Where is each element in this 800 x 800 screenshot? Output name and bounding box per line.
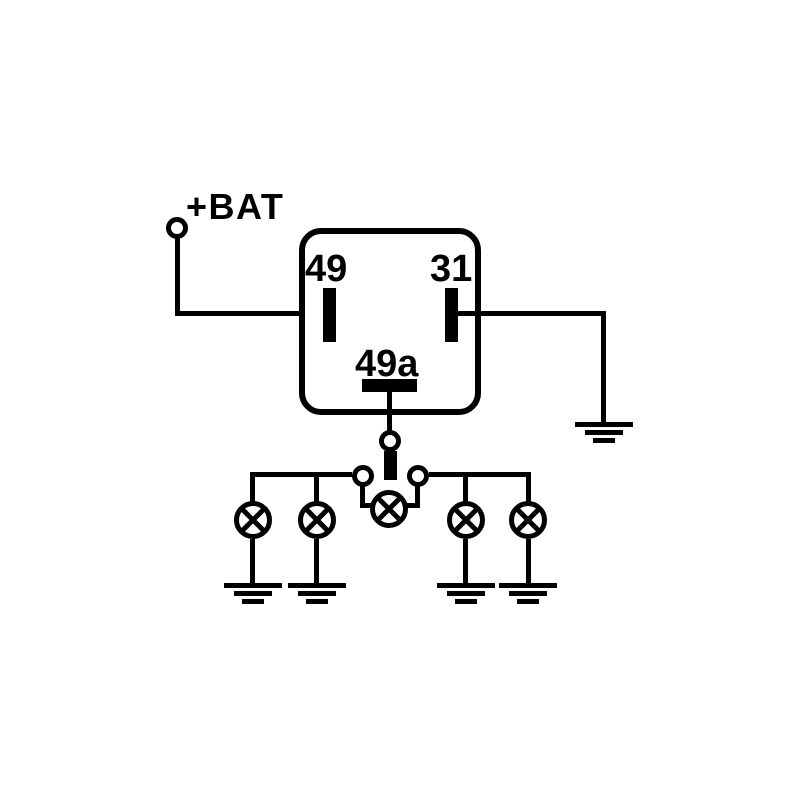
wire-pilot-right-horizontal [407,503,420,508]
wire-bus-right [429,472,531,477]
lamp-1 [234,501,272,539]
wire-terminal-31-out [458,311,606,316]
ground-symbol-relay [575,422,633,443]
battery-label: +BAT [186,186,285,227]
wire-terminal-31-down [601,311,606,423]
battery-terminal-node [166,217,188,239]
switch-contact-node-right [407,465,429,487]
ground-symbol-lamp-1 [224,583,282,604]
wire-stem-lamp-1 [250,539,255,584]
wire-drop-lamp-4 [463,476,468,502]
terminal-49a-pin [362,379,417,392]
ground-symbol-lamp-4 [437,583,495,604]
wire-battery-down [175,238,180,315]
wire-drop-lamp-5 [526,472,531,502]
switch-contact-node-left [352,465,374,487]
terminal-49-label: 49 [305,248,348,290]
terminal-31-label: 31 [430,248,473,290]
wire-stem-lamp-5 [526,539,531,584]
wire-stem-lamp-2 [314,539,319,584]
wire-terminal-49a-down [387,391,392,431]
pilot-lamp [370,490,408,528]
ground-symbol-lamp-5 [499,583,557,604]
wire-bus-left [250,472,352,477]
wire-pilot-left-horizontal [360,503,373,508]
wire-pilot-right-vertical [415,486,420,508]
lamp-2 [298,501,336,539]
switch-pivot-node [379,430,401,452]
wire-pilot-left-vertical [360,486,365,508]
wire-battery-to-terminal-49 [175,311,323,316]
wire-drop-lamp-2 [314,476,319,502]
terminal-31-pin [445,288,458,342]
lamp-5 [509,501,547,539]
terminal-49a-label: 49a [355,343,419,385]
terminal-49-pin [323,288,336,342]
lamp-4 [447,501,485,539]
wire-stem-lamp-4 [463,539,468,584]
wire-drop-lamp-1 [250,472,255,502]
switch-lever [384,451,397,480]
ground-symbol-lamp-2 [288,583,346,604]
